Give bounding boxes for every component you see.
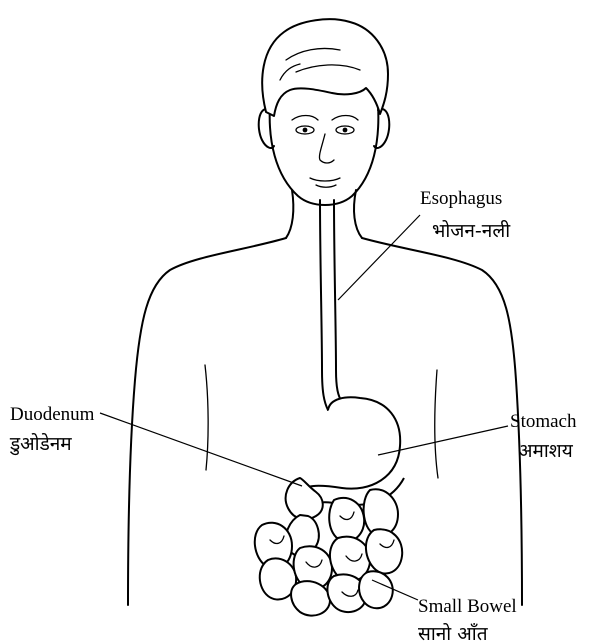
duodenum <box>286 478 323 519</box>
brow-right <box>332 116 358 121</box>
esophagus-label-hi: भोजन-नली <box>432 219 511 242</box>
esophagus-label-en: Esophagus <box>420 188 502 209</box>
mouth <box>310 178 340 181</box>
duodenum-label-hi: डुओडेनम <box>9 432 72 456</box>
hair <box>262 19 388 116</box>
brow-left <box>292 116 318 121</box>
neck-right <box>354 190 362 238</box>
bowel-loop-8 <box>366 529 402 573</box>
face-outline <box>270 105 379 205</box>
bowel-loop-11 <box>359 571 393 608</box>
stomach-label-hi: अमाशय <box>518 440 574 462</box>
esophagus-leader <box>338 215 420 300</box>
esophagus-right-wall <box>334 200 342 402</box>
stomach-label-en: Stomach <box>510 411 577 432</box>
nose <box>319 134 334 163</box>
neck-left <box>286 190 293 238</box>
armpit-left <box>205 365 208 470</box>
small-bowel-label-hi: सानो आँत <box>418 622 489 643</box>
small-bowel-label-en: Small Bowel <box>418 596 517 617</box>
lower-lip <box>316 185 336 187</box>
esophagus-left-wall <box>320 200 328 410</box>
duodenum-label-en: Duodenum <box>10 404 95 425</box>
head <box>259 19 390 205</box>
armpit-right <box>435 370 438 478</box>
bowel-loop-9 <box>291 581 330 615</box>
esophagus <box>320 200 342 410</box>
small-bowel <box>255 489 402 615</box>
pupil-left <box>303 128 308 133</box>
pupil-right <box>343 128 348 133</box>
